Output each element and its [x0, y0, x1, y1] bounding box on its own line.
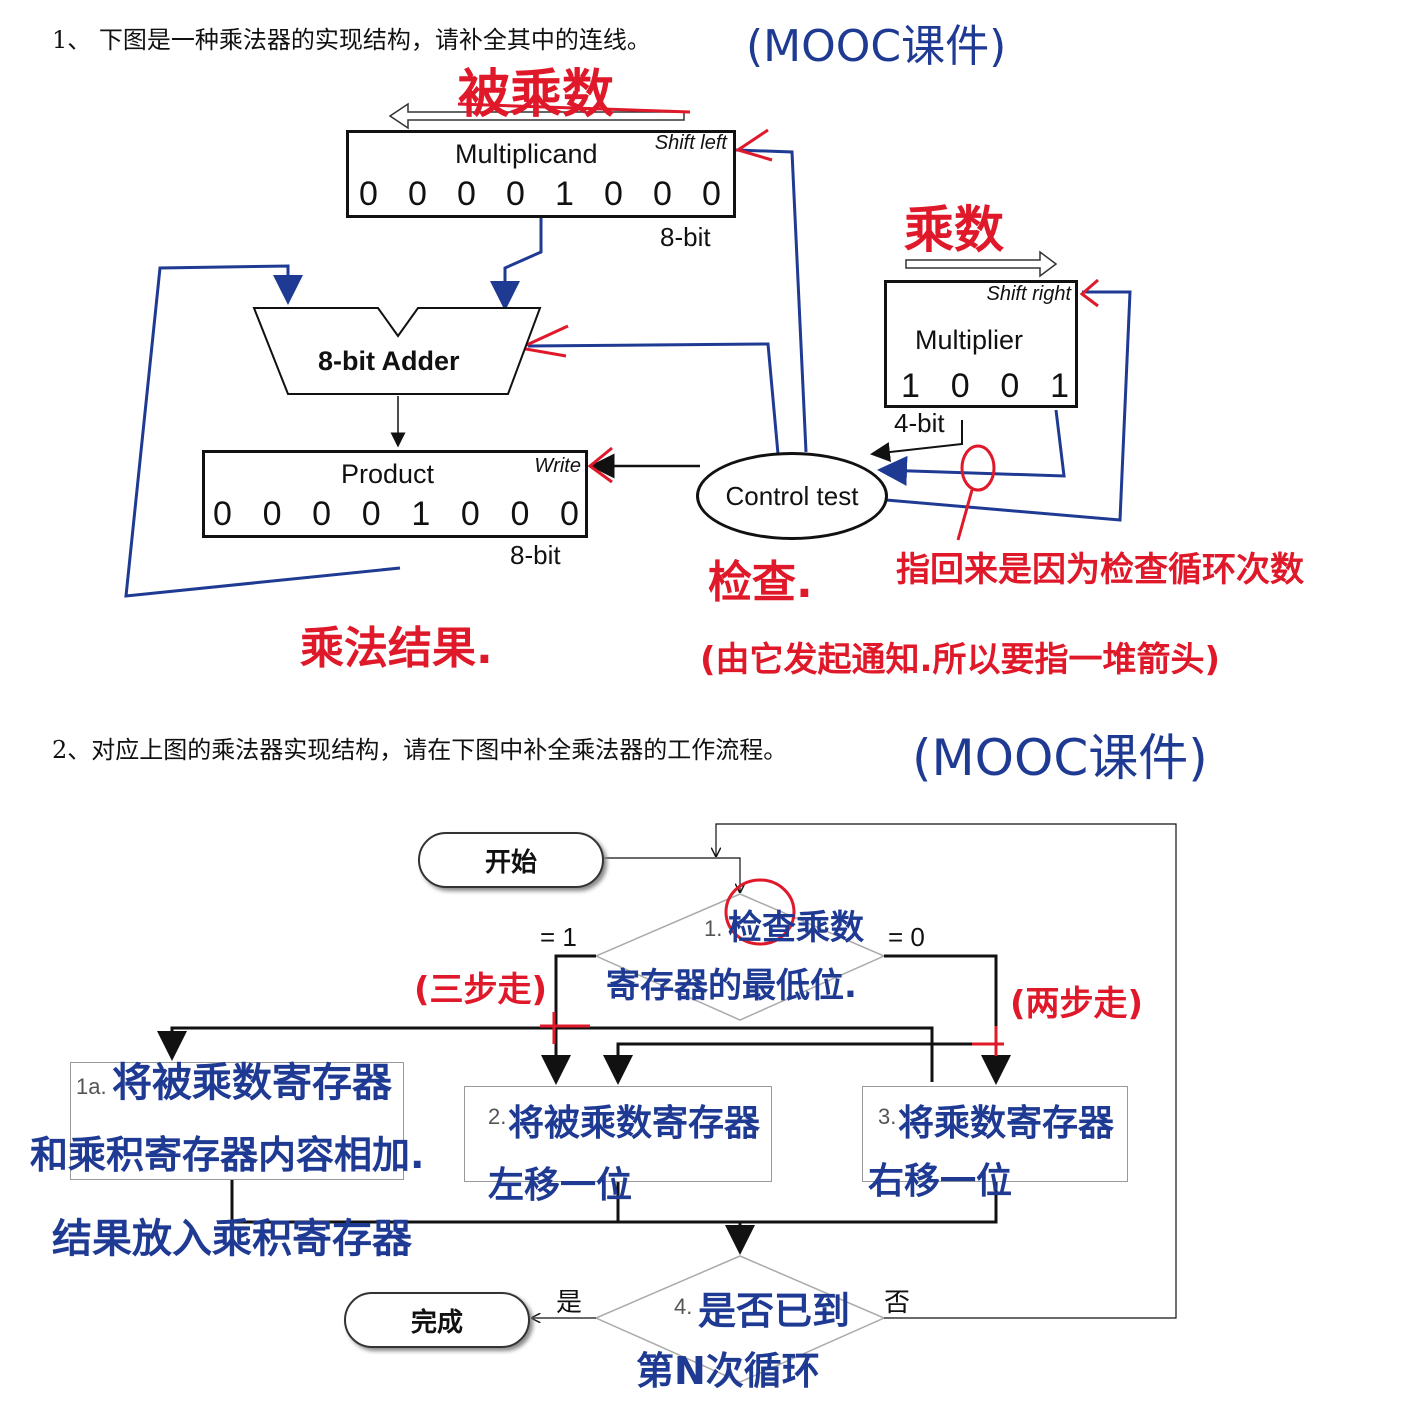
step2-number: 2. — [488, 1104, 507, 1129]
yes-label: 是 — [556, 1288, 583, 1318]
flowchart-wires — [157, 823, 1177, 1383]
product-bit: 0 — [510, 495, 530, 533]
multiplier-shift-label: Shift right — [986, 283, 1071, 305]
control-to-multiplier-wire — [885, 290, 1132, 522]
step1a-handwriting-b: 和乘积寄存器内容相加. — [30, 1133, 425, 1177]
multiplicand-title: Multiplicand — [455, 139, 598, 169]
control-to-adder-wire — [527, 342, 780, 455]
step2-box — [464, 1086, 772, 1182]
multiplier-bit: 0 — [950, 367, 970, 405]
product-bit: 0 — [560, 495, 579, 533]
multiplier-annotation: 乘数 — [904, 201, 1004, 259]
multiplicand-bit: 0 — [359, 175, 378, 213]
red-arrow-shift-right — [1079, 278, 1099, 308]
multiplier-width: 4-bit — [894, 408, 945, 438]
control-test-label: Control test — [725, 480, 859, 511]
red-pointer-loop — [956, 489, 974, 541]
multiplicand-register: Multiplicand Shift left 0 0 0 0 1 0 0 0 — [346, 130, 736, 218]
product-title: Product — [341, 459, 435, 489]
shift-left-arrow — [388, 102, 685, 130]
multiplicand-width: 8-bit — [660, 222, 711, 252]
multiplier-title: Multiplier — [915, 325, 1024, 355]
step3-number: 3. — [878, 1104, 897, 1129]
multiplicand-bit: 0 — [653, 175, 672, 213]
multiplicand-bit: 0 — [506, 175, 525, 213]
multiplier-to-control-wire — [870, 420, 963, 462]
multiplicand-bits: 0 0 0 0 1 0 0 0 — [359, 175, 721, 214]
step1a-box — [70, 1062, 404, 1180]
decision-4-diamond — [594, 1255, 886, 1383]
product-bits: 0 0 0 0 1 0 0 0 — [213, 495, 579, 534]
control-annotation-notify: (由它发起通知.所以要指一堆箭头) — [700, 640, 1220, 680]
branch-left-note: (三步走) — [414, 970, 548, 1010]
step3-box — [862, 1086, 1128, 1182]
multiplicand-bit: 1 — [555, 175, 574, 213]
question-1-note: (MOOC课件) — [746, 21, 1007, 72]
done-terminal: 完成 — [344, 1292, 530, 1348]
branch-eq1-label: = 1 — [540, 922, 577, 952]
no-label: 否 — [884, 1288, 911, 1318]
multiplicand-bit: 0 — [604, 175, 623, 213]
multiplier-bit: 1 — [1050, 367, 1069, 405]
product-bit: 0 — [361, 495, 381, 533]
product-bit: 0 — [262, 495, 282, 533]
step1a-handwriting-a: 将被乘数寄存器 — [112, 1060, 392, 1106]
multiplier-bit: 0 — [1000, 367, 1020, 405]
red-underline-multiplicand — [457, 102, 691, 114]
start-label: 开始 — [484, 847, 537, 878]
control-test-unit: Control test — [696, 452, 888, 540]
step1-handwriting-a: 检查乘数 — [728, 908, 864, 948]
product-width: 8-bit — [510, 540, 561, 570]
step1a-number: 1a. — [76, 1074, 107, 1099]
step4-handwriting-b: 第N次循环 — [636, 1349, 820, 1393]
multiplicand-to-adder-wire — [490, 218, 543, 311]
product-write-label: Write — [534, 455, 581, 477]
control-to-multiplicand-wire — [735, 148, 808, 453]
red-arrow-write — [587, 446, 613, 484]
branch-right-note: (两步走) — [1010, 984, 1144, 1024]
product-bit: 1 — [411, 495, 431, 533]
multiplicand-bit: 0 — [457, 175, 476, 213]
product-feedback-wire — [124, 264, 401, 598]
step1-number: 1. — [704, 916, 723, 941]
product-bit: 0 — [213, 495, 232, 533]
multiplicand-bit: 0 — [408, 175, 427, 213]
multiplier-bit: 1 — [901, 367, 920, 405]
product-annotation: 乘法结果. — [300, 623, 493, 674]
step1-handwriting-b: 寄存器的最低位. — [606, 966, 857, 1006]
multiplicand-shift-label: Shift left — [654, 132, 727, 154]
red-arrow-shift-left — [734, 128, 773, 162]
question-2-note: (MOOC课件) — [912, 729, 1208, 787]
question-1-text: 1、 下图是一种乘法器的实现结构，请补全其中的连线。 — [52, 26, 651, 54]
lsb-to-control-wire — [877, 409, 1066, 486]
multiplicand-bit: 0 — [702, 175, 721, 213]
multiplicand-annotation: 被乘数 — [458, 65, 615, 125]
product-bit: 0 — [312, 495, 332, 533]
red-circle-loop — [960, 444, 996, 492]
adder-label: 8-bit Adder — [318, 346, 460, 376]
step1a-handwriting-c: 结果放入乘积寄存器 — [52, 1216, 412, 1262]
multiplier-bits: 1 0 0 1 — [901, 367, 1069, 406]
product-bit: 0 — [460, 495, 480, 533]
done-label: 完成 — [410, 1307, 463, 1338]
branch-eq0-label: = 0 — [888, 922, 925, 952]
step4-handwriting-a: 是否已到 — [698, 1289, 851, 1333]
step3-handwriting-b: 右移一位 — [868, 1161, 1013, 1202]
datapath-wires — [124, 102, 1132, 598]
decision-1-diamond — [594, 893, 886, 1021]
product-register: Product Write 0 0 0 0 1 0 0 0 — [202, 450, 588, 538]
shift-right-arrow — [905, 250, 1058, 278]
adder-shape — [252, 307, 542, 395]
step2-handwriting-b: 左移一位 — [488, 1165, 633, 1206]
question-2-text: 2、对应上图的乘法器实现结构，请在下图中补全乘法器的工作流程。 — [52, 736, 788, 764]
step4-number: 4. — [674, 1294, 693, 1319]
multiplier-register: Shift right Multiplier 1 0 0 1 — [884, 280, 1078, 408]
control-annotation-check: 检查. — [708, 557, 813, 608]
loop-annotation: 指回来是因为检查循环次数 — [896, 550, 1304, 590]
step2-handwriting-a: 将被乘数寄存器 — [508, 1103, 761, 1144]
start-terminal: 开始 — [418, 832, 604, 888]
step3-handwriting-a: 将乘数寄存器 — [898, 1103, 1115, 1144]
